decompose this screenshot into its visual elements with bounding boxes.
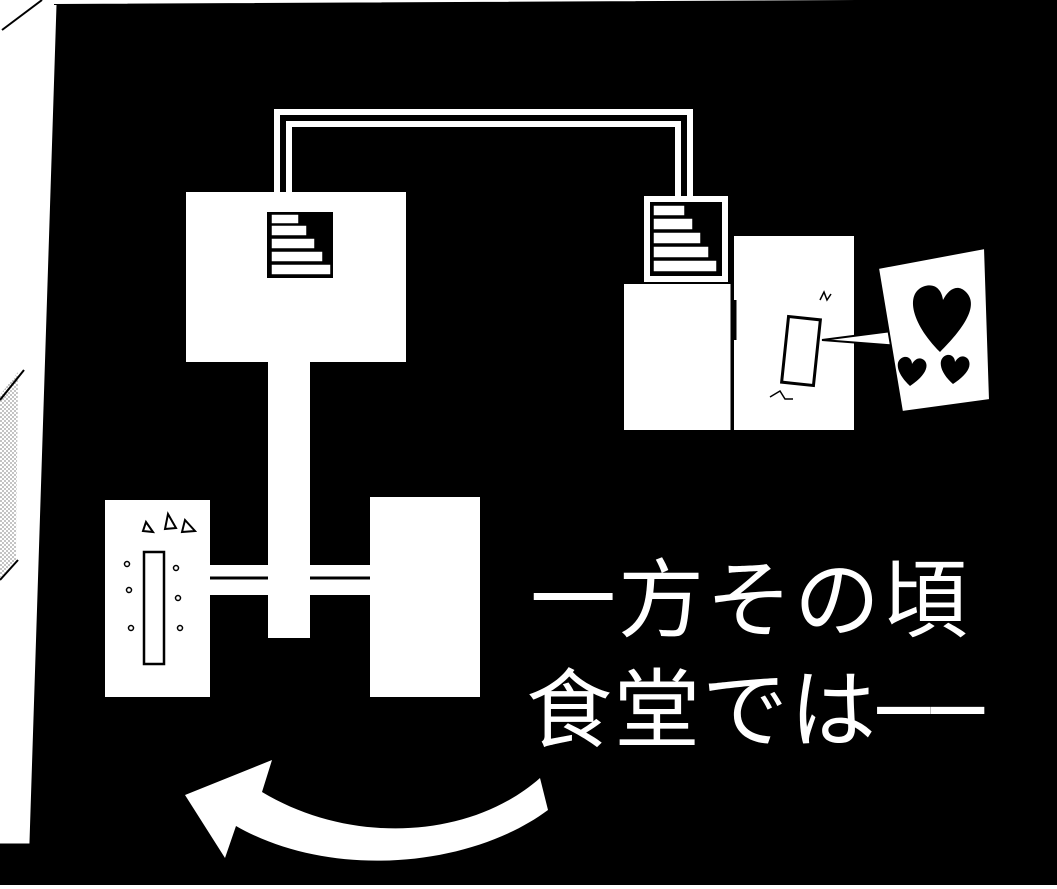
lower-corridor xyxy=(205,565,375,595)
heart-speech-bubble xyxy=(876,246,992,414)
screentone-area xyxy=(0,372,18,578)
heart-icon xyxy=(913,285,971,352)
curved-arrow-icon xyxy=(185,760,548,861)
dining-hall xyxy=(624,236,901,430)
caption-line-1: 一方その頃 xyxy=(530,551,970,651)
caption-line-2: 食堂では── xyxy=(526,661,986,761)
lower-right-room xyxy=(370,497,480,697)
upper-corridor xyxy=(274,109,693,230)
heart-icon xyxy=(897,356,927,386)
heart-icon xyxy=(940,354,970,384)
staircase-icon xyxy=(267,212,333,278)
staircase-icon xyxy=(644,196,728,282)
vertical-corridor xyxy=(268,355,310,638)
glowing-item xyxy=(123,511,198,666)
character-figure xyxy=(769,290,832,400)
